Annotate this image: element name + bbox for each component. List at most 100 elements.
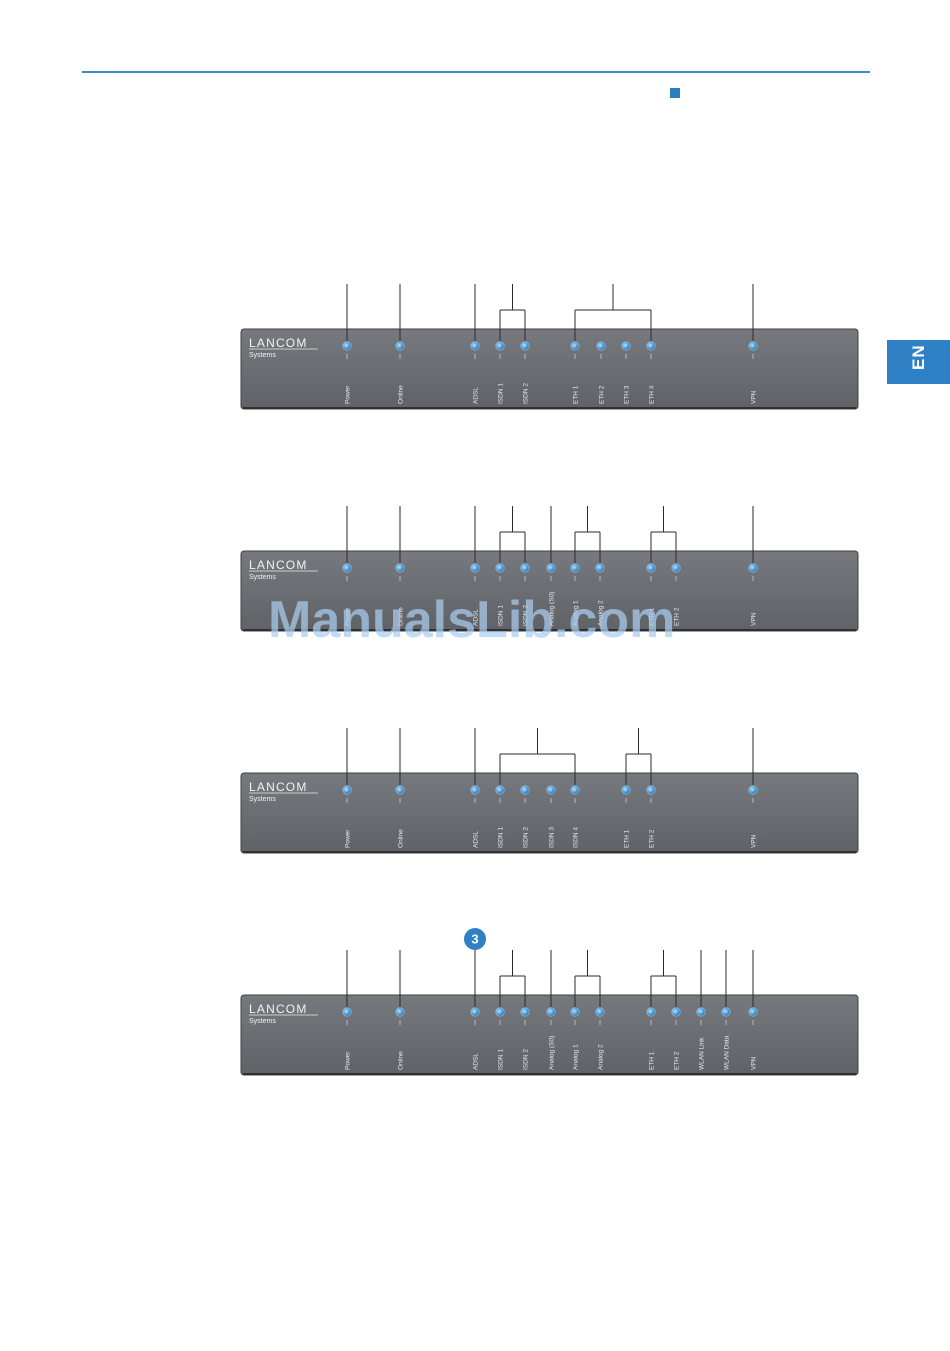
led-label: Analog (S0) [549, 592, 556, 626]
led: ETH 1 [646, 1007, 656, 1070]
led-label: VPN [751, 834, 758, 848]
led: VPN [748, 341, 758, 404]
led-indicator [621, 785, 631, 795]
led-indicator [570, 785, 580, 795]
led-indicator [342, 1007, 352, 1017]
led-label: ISDN 1 [498, 383, 505, 404]
led-indicator [342, 341, 352, 351]
led: ISDN 1 [495, 341, 505, 404]
language-tab[interactable]: EN [887, 340, 950, 384]
led-label: Power [345, 607, 352, 626]
led-indicator [595, 1007, 605, 1017]
led-indicator [546, 1007, 556, 1017]
led: Online [395, 785, 405, 848]
led-indicator [342, 785, 352, 795]
led-label: Power [345, 1051, 352, 1070]
led-label: Online [398, 1051, 405, 1070]
led-label: WLAN Data [724, 1035, 731, 1070]
led-indicator [570, 563, 580, 573]
led-label: ISDN 1 [498, 605, 505, 626]
led: ETH 2 [671, 563, 681, 626]
led-label: ISDN 4 [573, 827, 580, 848]
led-label: ISDN 2 [523, 827, 530, 848]
led-label: Analog 2 [598, 1044, 605, 1070]
led: Power [342, 563, 352, 626]
led-label: ISDN 2 [523, 1049, 530, 1070]
led-indicator [470, 785, 480, 795]
led-label: ADSL [473, 1053, 480, 1070]
brand-logo: LANCOM [249, 336, 308, 350]
led-label: ISDN 2 [523, 383, 530, 404]
brand-logo: LANCOM [249, 780, 308, 794]
led-indicator [546, 563, 556, 573]
led-indicator [470, 341, 480, 351]
led-label: ADSL [473, 831, 480, 848]
brand-subtitle: Systems [249, 1018, 276, 1025]
led-label: ETH 4 [649, 385, 656, 404]
led-indicator [395, 563, 405, 573]
led-label: VPN [751, 390, 758, 404]
led: ETH 3 [621, 341, 631, 404]
brand-subtitle: Systems [249, 352, 276, 359]
led: ISDN 1 [495, 1007, 505, 1070]
callout-badge-circle [464, 928, 486, 950]
led-label: ETH 1 [649, 1051, 656, 1070]
led-label: ISDN 3 [549, 827, 556, 848]
led-label: ETH 2 [674, 1051, 681, 1070]
led-label: ETH 1 [624, 829, 631, 848]
led: ISDN 2 [520, 1007, 530, 1070]
led-indicator [646, 785, 656, 795]
led: ETH 1 [646, 563, 656, 626]
brand-subtitle: Systems [249, 574, 276, 581]
led-indicator [495, 1007, 505, 1017]
led-label: ETH 3 [624, 385, 631, 404]
led-label: ETH 2 [599, 385, 606, 404]
led: ETH 1 [621, 785, 631, 848]
led-label: Power [345, 385, 352, 404]
led: VPN [748, 563, 758, 626]
led-indicator [495, 563, 505, 573]
led-label: ETH 2 [674, 607, 681, 626]
led: ISDN 2 [520, 341, 530, 404]
led: ETH 1 [570, 341, 580, 404]
led: ISDN 1 [495, 563, 505, 626]
panel-body [240, 328, 859, 410]
led: ETH 2 [596, 341, 606, 404]
led: Analog (S0) [546, 563, 556, 626]
led-indicator [671, 563, 681, 573]
led: Online [395, 563, 405, 626]
led: ISDN 2 [520, 785, 530, 848]
led-indicator [646, 1007, 656, 1017]
led-indicator [748, 563, 758, 573]
led: VPN [748, 1007, 758, 1070]
led-label: ISDN 2 [523, 605, 530, 626]
led-indicator [646, 341, 656, 351]
led-label: ADSL [473, 609, 480, 626]
led: ADSL [470, 341, 480, 404]
led-indicator [395, 341, 405, 351]
led: WLAN Link [696, 1007, 706, 1070]
led: Analog 1 [570, 1007, 580, 1070]
led: Analog (S0) [546, 1007, 556, 1070]
led-label: Analog 1 [573, 1044, 580, 1070]
led-label: ETH 1 [573, 385, 580, 404]
led-indicator [696, 1007, 706, 1017]
led: ETH 2 [646, 785, 656, 848]
led-label: Analog (S0) [549, 1036, 556, 1070]
led-label: VPN [751, 612, 758, 626]
led-label: ISDN 1 [498, 1049, 505, 1070]
led-indicator [748, 341, 758, 351]
led-label: VPN [751, 1056, 758, 1070]
led: Online [395, 1007, 405, 1070]
led-label: Online [398, 829, 405, 848]
led-indicator [470, 1007, 480, 1017]
callout-badge-number: 3 [471, 932, 478, 947]
led-indicator [395, 1007, 405, 1017]
led-label: Online [398, 607, 405, 626]
led: Analog 2 [595, 563, 605, 626]
brand-logo: LANCOM [249, 558, 308, 572]
led-indicator [470, 563, 480, 573]
